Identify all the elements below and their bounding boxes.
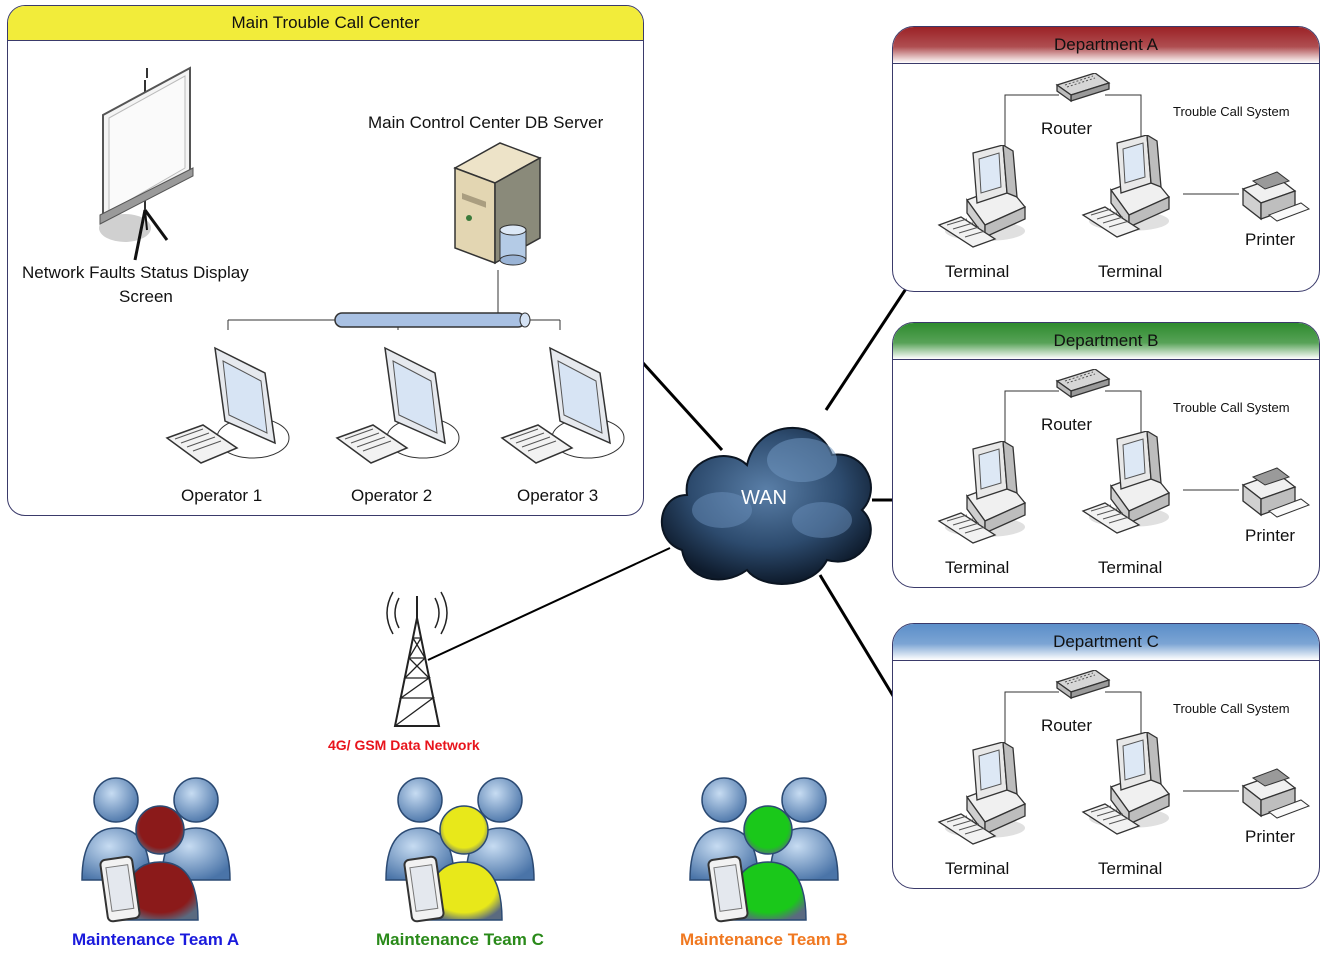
db-server-icon xyxy=(453,142,542,266)
maintenance-team-label: Maintenance Team A xyxy=(72,930,240,949)
main-center-title: Main Trouble Call Center xyxy=(231,13,420,32)
department-panel: Department C Router Trouble Call System … xyxy=(892,623,1320,889)
terminal-2-icon xyxy=(1081,135,1171,238)
printer-icon xyxy=(1241,768,1311,819)
wan-label: WAN xyxy=(741,487,787,509)
operator-1-label: Operator 1 xyxy=(181,486,263,505)
operator-1-monitor-icon xyxy=(165,346,290,464)
operator-2-label: Operator 2 xyxy=(351,486,433,505)
department-links xyxy=(1004,691,1239,792)
department-panel: Department B Router Trouble Call System … xyxy=(892,322,1320,588)
department-title: Department B xyxy=(1053,331,1159,350)
terminal-1-label: Terminal xyxy=(945,262,1010,281)
operator-3-label: Operator 3 xyxy=(517,486,599,505)
cell-tower-icon xyxy=(386,591,448,727)
department-header: Department C xyxy=(893,624,1319,661)
terminal-2-label: Terminal xyxy=(1098,262,1163,281)
server-label: Main Control Center DB Server xyxy=(368,113,604,132)
department-links xyxy=(1004,390,1239,491)
terminal-2-label: Terminal xyxy=(1098,859,1163,878)
terminal-2-icon xyxy=(1081,431,1171,534)
router-icon xyxy=(1055,73,1111,103)
department-links xyxy=(1004,94,1239,195)
operator-2-monitor-icon xyxy=(335,346,460,464)
router-label: Router xyxy=(1041,716,1093,735)
wan-cloud-icon: WAN xyxy=(660,426,872,585)
terminal-1-label: Terminal xyxy=(945,558,1010,577)
printer-icon xyxy=(1241,467,1311,518)
printer-label: Printer xyxy=(1245,827,1296,846)
department-title: Department A xyxy=(1054,35,1158,54)
department-panel: Department A Router Trouble Call System … xyxy=(892,26,1320,292)
operator-3-monitor-icon xyxy=(500,346,625,464)
department-network: Router Trouble Call System Terminal Term… xyxy=(893,624,1321,890)
printer-label: Printer xyxy=(1245,230,1296,249)
terminal-1-icon xyxy=(937,742,1027,845)
printer-label: Printer xyxy=(1245,526,1296,545)
projector-screen-icon xyxy=(99,66,194,261)
terminal-2-icon xyxy=(1081,732,1171,835)
maintenance-team-label: Maintenance Team B xyxy=(680,930,848,949)
router-label: Router xyxy=(1041,415,1093,434)
router-icon xyxy=(1055,369,1111,399)
tower-wan-link xyxy=(427,547,671,661)
team-people-icon xyxy=(385,777,535,923)
department-network: Router Trouble Call System Terminal Term… xyxy=(893,27,1321,293)
team-people-icon xyxy=(81,777,231,923)
printer-icon xyxy=(1241,171,1311,222)
trouble-call-system-label: Trouble Call System xyxy=(1173,104,1290,119)
router-label: Router xyxy=(1041,119,1093,138)
maintenance-team xyxy=(382,770,552,930)
maintenance-team xyxy=(686,770,856,930)
maintenance-team-label: Maintenance Team C xyxy=(376,930,544,949)
trouble-call-system-label: Trouble Call System xyxy=(1173,400,1290,415)
department-title: Department C xyxy=(1053,632,1159,651)
maintenance-team xyxy=(78,770,248,930)
main-center-header: Main Trouble Call Center xyxy=(8,6,643,41)
display-label-line1: Network Faults Status Display xyxy=(22,263,249,282)
router-icon xyxy=(1055,670,1111,700)
team-people-icon xyxy=(689,777,839,923)
department-header: Department A xyxy=(893,27,1319,64)
terminal-2-label: Terminal xyxy=(1098,558,1163,577)
cell-tower-label: 4G/ GSM Data Network xyxy=(328,737,480,753)
terminal-1-icon xyxy=(937,441,1027,544)
terminal-1-icon xyxy=(937,145,1027,248)
operator-lan xyxy=(227,270,561,330)
display-label-line2: Screen xyxy=(119,287,173,306)
department-header: Department B xyxy=(893,323,1319,360)
department-network: Router Trouble Call System Terminal Term… xyxy=(893,323,1321,589)
trouble-call-system-label: Trouble Call System xyxy=(1173,701,1290,716)
terminal-1-label: Terminal xyxy=(945,859,1010,878)
